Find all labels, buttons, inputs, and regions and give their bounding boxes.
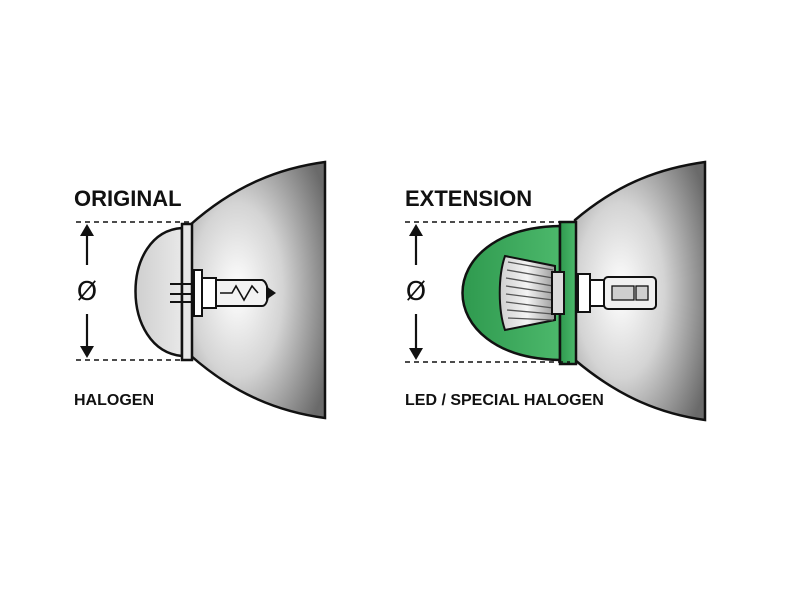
halogen-bulb-icon (170, 269, 276, 317)
original-glass-cap (134, 226, 184, 358)
led-bulb-icon (577, 273, 657, 313)
halogen-caption: HALOGEN (74, 392, 154, 409)
original-panel: Ø ORIGINAL HALOGEN (74, 160, 327, 420)
led-special-halogen-caption: LED / SPECIAL HALOGEN (405, 392, 604, 409)
right-diameter-symbol: Ø (406, 277, 426, 307)
left-diameter-arrow-icon (80, 224, 94, 358)
right-diameter-arrow-icon (409, 224, 423, 360)
extension-title: EXTENSION (405, 186, 532, 211)
extension-panel: Ø EXTENSION LED / SPECIAL HALOGEN (405, 160, 707, 422)
left-mount-ring (180, 222, 194, 362)
original-title: ORIGINAL (74, 186, 182, 211)
led-heatsink-icon (498, 254, 565, 332)
left-diameter-symbol: Ø (77, 277, 97, 307)
